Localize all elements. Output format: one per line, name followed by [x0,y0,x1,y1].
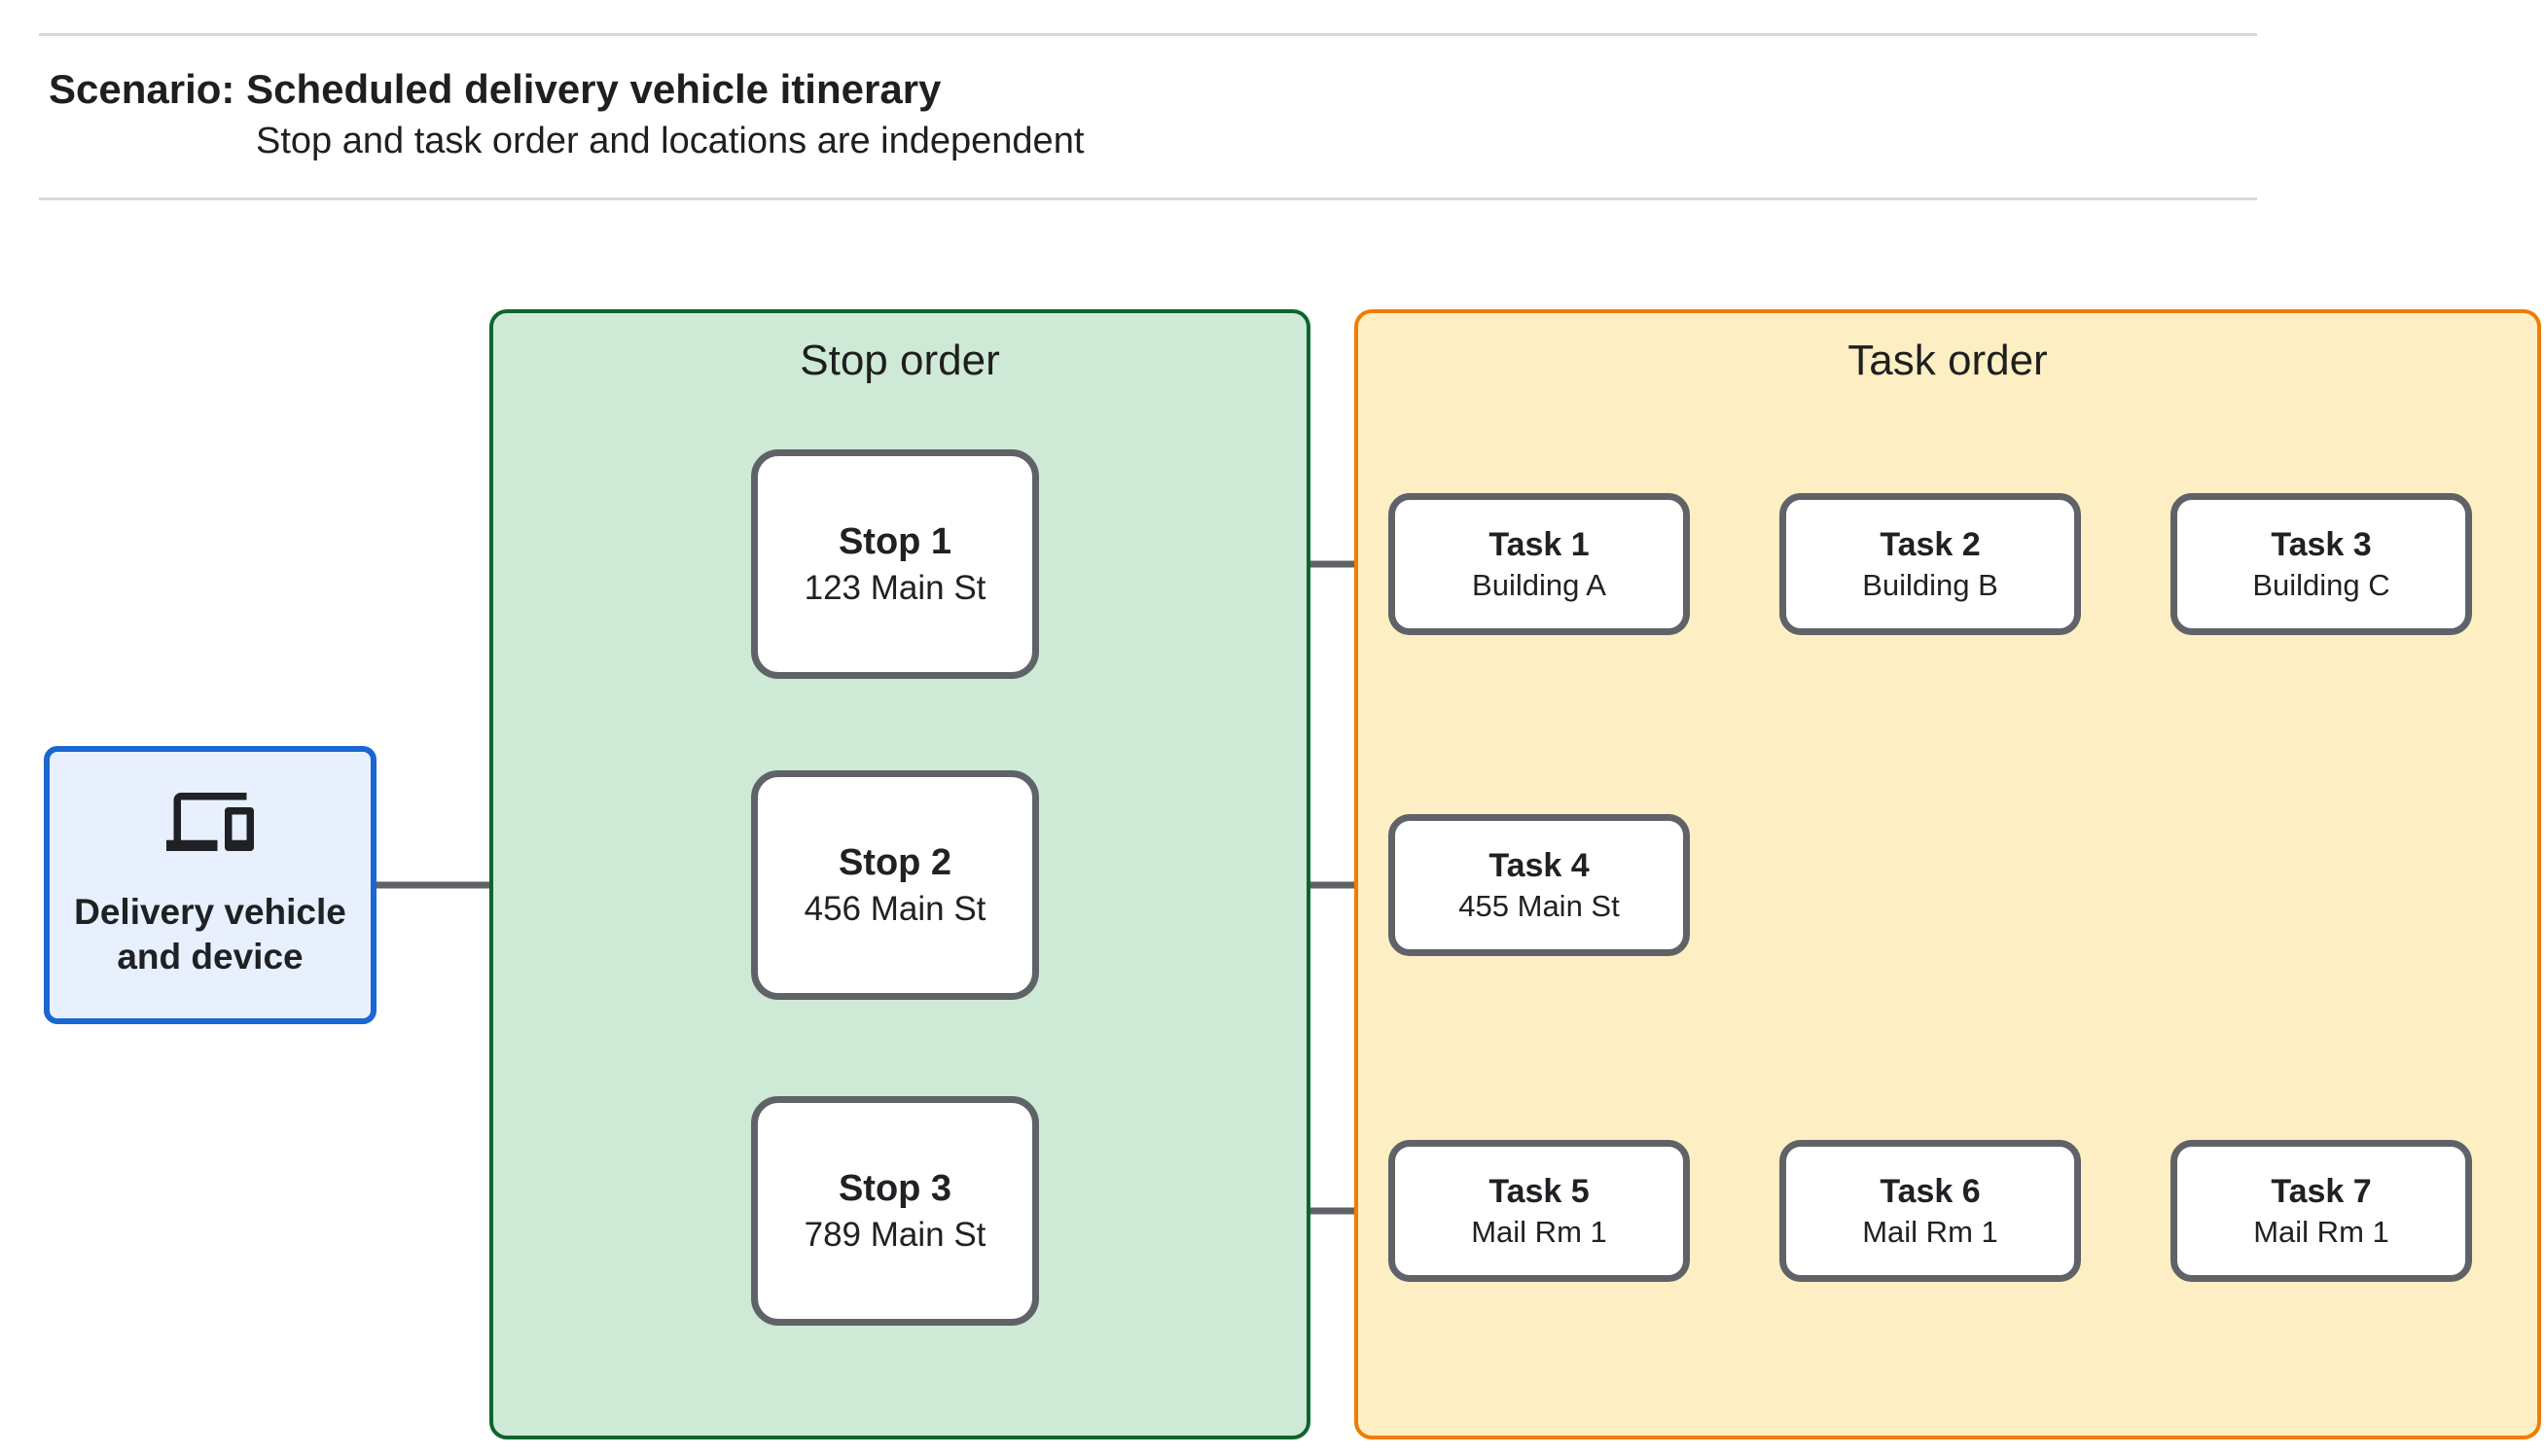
delivery-vehicle-label: Delivery vehicle and device [74,892,346,977]
task-7-name: Task 7 [2271,1172,2372,1210]
stop-order-panel-title: Stop order [800,337,1000,384]
task-4-location: 455 Main St [1458,888,1620,923]
task-1-location: Building A [1472,567,1606,602]
devices-icon [166,793,254,851]
task-6-node: Task 6 Mail Rm 1 [1779,1140,2081,1282]
stop-2-location: 456 Main St [804,889,986,928]
task-7-location: Mail Rm 1 [2253,1214,2389,1249]
stop-1-location: 123 Main St [804,568,986,607]
stop-2-node: Stop 2 456 Main St [751,770,1039,1000]
task-2-location: Building B [1862,567,1998,602]
stop-1-name: Stop 1 [838,520,952,562]
stop-3-node: Stop 3 789 Main St [751,1096,1039,1326]
task-2-name: Task 2 [1880,525,1981,563]
task-1-name: Task 1 [1488,525,1590,563]
task-5-node: Task 5 Mail Rm 1 [1388,1140,1690,1282]
stop-3-location: 789 Main St [804,1215,986,1254]
task-7-node: Task 7 Mail Rm 1 [2170,1140,2472,1282]
page-title: Scenario: Scheduled delivery vehicle iti… [49,66,942,112]
stop-3-name: Stop 3 [838,1167,952,1209]
task-3-name: Task 3 [2271,525,2372,563]
task-5-location: Mail Rm 1 [1471,1214,1607,1249]
task-3-node: Task 3 Building C [2170,493,2472,635]
task-4-name: Task 4 [1488,846,1590,884]
stop-1-node: Stop 1 123 Main St [751,449,1039,679]
task-2-node: Task 2 Building B [1779,493,2081,635]
task-5-name: Task 5 [1488,1172,1590,1210]
delivery-vehicle-node: Delivery vehicle and device [44,746,377,1024]
task-3-location: Building C [2252,567,2390,602]
task-order-panel-title: Task order [1847,337,2048,384]
task-4-node: Task 4 455 Main St [1388,814,1690,956]
stop-2-name: Stop 2 [838,841,952,883]
task-1-node: Task 1 Building A [1388,493,1690,635]
task-6-location: Mail Rm 1 [1862,1214,1998,1249]
task-6-name: Task 6 [1880,1172,1981,1210]
header-top-rule [39,33,2257,36]
page-subtitle: Stop and task order and locations are in… [256,121,1085,161]
header-bottom-rule [39,197,2257,200]
